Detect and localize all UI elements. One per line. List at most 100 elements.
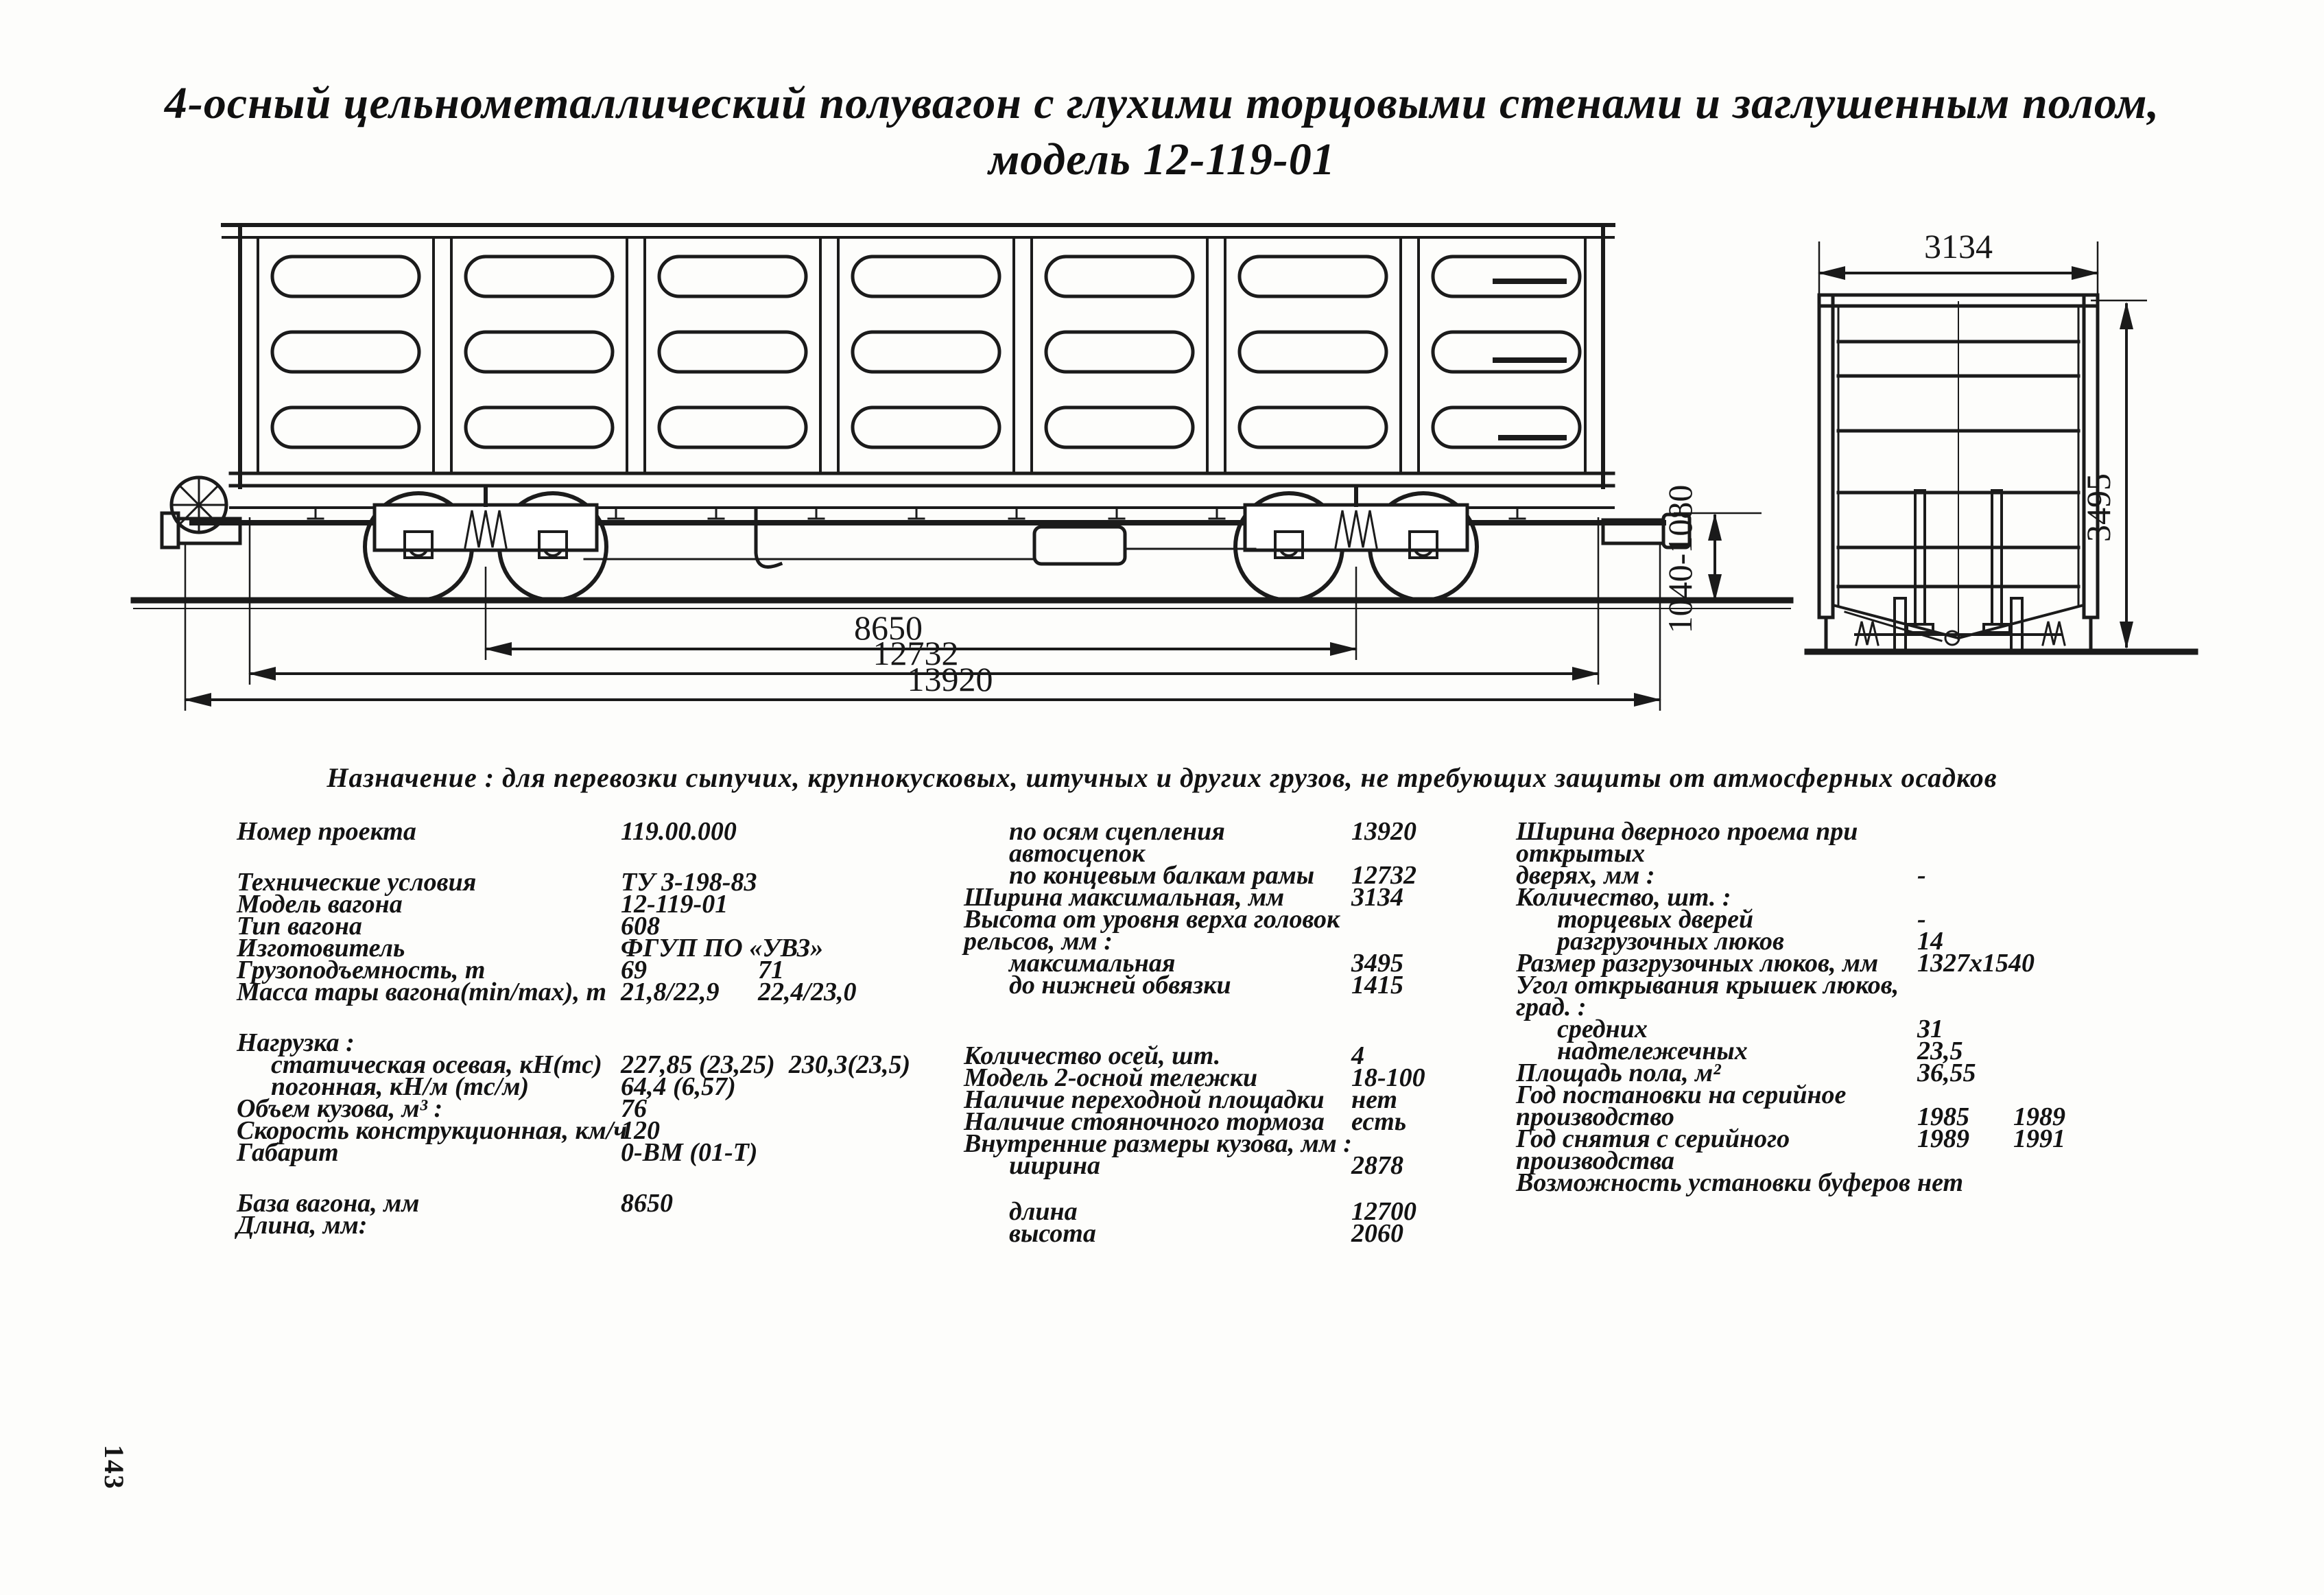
spec-label: средних	[1557, 1015, 1648, 1043]
spec-label: разгрузочных люков	[1557, 927, 1784, 956]
spec-value: нет	[1917, 1168, 1964, 1197]
spec-label: Площадь пола, м²	[1516, 1059, 1721, 1087]
spec-value: 3495	[1351, 949, 1403, 978]
drawing-rect	[1817, 293, 1835, 619]
spec-label: автосцепок	[1009, 839, 1146, 868]
drawing-rect	[1274, 530, 1304, 559]
drawing-rect	[1044, 255, 1195, 298]
spec-label: производства	[1516, 1146, 1675, 1175]
spec-row: Нагрузка :	[237, 1028, 910, 1057]
spec-label: Наличие переходной площадки	[964, 1085, 1325, 1114]
drawing-path	[1208, 506, 1226, 520]
drawing-rect	[464, 330, 615, 374]
drawing-rect	[270, 405, 421, 449]
spec-value: 12-119-01	[621, 890, 728, 919]
spec-value: ТУ 3-198-83	[621, 868, 757, 897]
spec-label: погонная, кН/м (тс/м)	[271, 1072, 530, 1101]
purpose-text: Назначение : для перевозки сыпучих, круп…	[327, 762, 1997, 793]
dim-label-wheelbase: 8650	[854, 609, 923, 647]
dimension-lines	[184, 241, 2147, 711]
drawing-path	[1855, 621, 1880, 646]
drawing-rect	[1431, 405, 1582, 449]
spec-label: по концевым балкам рамы	[1009, 861, 1315, 890]
spec-label: Скорость конструкционная, км/ч	[237, 1116, 628, 1145]
dim-label-overall-length: 13920	[908, 660, 993, 698]
drawing-rect	[1991, 489, 2003, 626]
drawing-path	[754, 508, 783, 569]
spec-value-2: 22,4/23,0	[758, 978, 857, 1006]
dim-label-height: 3495	[2079, 473, 2118, 542]
spec-label: надтележечных	[1557, 1037, 1748, 1065]
spec-value: 1327x1540	[1917, 949, 2035, 978]
page-title-line2: модель 12-119-01	[988, 134, 1336, 185]
spec-row: Длина, мм:	[237, 1212, 910, 1238]
spec-label: Изготовитель	[237, 934, 405, 962]
spec-value: 14	[1917, 927, 1943, 956]
drawing-rect	[657, 405, 808, 449]
spec-label: Объем кузова, м³ :	[237, 1094, 443, 1123]
spec-value: 120	[621, 1116, 660, 1145]
spec-row: ширина 2878	[964, 1151, 1475, 1180]
spec-value: 64,4 (6,57)	[621, 1072, 736, 1101]
spec-label: статическая осевая, кН(тс)	[271, 1050, 602, 1079]
spec-value: нет	[1351, 1085, 1398, 1114]
drawing-rect	[657, 255, 808, 298]
drawing-path	[1008, 506, 1025, 520]
spec-label: Высота от уровня верха головок	[964, 905, 1340, 934]
dimension-labels: 8650 12732 13920 3134 1040-1080 3495	[854, 227, 2118, 698]
spec-value: 12732	[1351, 861, 1416, 890]
drawing-rect	[2082, 293, 2100, 619]
spec-value: 0-ВМ (01-Т)	[621, 1138, 758, 1167]
spec-value: 21,8/22,9	[621, 978, 720, 1006]
spec-label: Нагрузка :	[237, 1028, 355, 1057]
spec-label: Номер проекта	[237, 817, 416, 846]
spec-value: 1415	[1351, 971, 1403, 1000]
spec-row: максимальная 3495	[964, 949, 1475, 978]
spec-value: есть	[1351, 1107, 1407, 1136]
drawing-rect	[1237, 405, 1388, 449]
spec-row: открытых	[1516, 840, 2065, 866]
page-title-line1: 4-осный цельнометаллический полувагон с …	[164, 78, 2160, 128]
spec-row: разгрузочных люков 14	[1516, 927, 2065, 956]
spec-row: Скорость конструкционная, км/ч120	[237, 1116, 910, 1145]
drawing-line	[1844, 611, 1943, 642]
spec-label: ширина	[1009, 1151, 1101, 1180]
spec-row: Внутренние размеры кузова, мм :	[964, 1129, 1475, 1158]
end-view	[1804, 293, 2198, 655]
spec-value: -	[1917, 905, 1926, 934]
spec-value: 23,5	[1917, 1037, 1963, 1065]
spec-value: -	[1917, 861, 1926, 890]
drawing-path	[307, 506, 324, 520]
drawing-rect	[1431, 255, 1582, 298]
spec-label: производство	[1516, 1102, 1674, 1131]
drawing-rect	[1012, 236, 1033, 475]
spec-value: 608	[621, 912, 660, 941]
spec-gap	[964, 996, 1475, 1045]
spec-label: Тип вагона	[237, 912, 362, 941]
page-number: 143	[99, 1445, 130, 1490]
drawing-rect	[657, 330, 808, 374]
spec-row: рельсов, мм :	[964, 928, 1475, 954]
spec-value: 3134	[1351, 883, 1403, 912]
spec-label: высота	[1009, 1219, 1096, 1248]
spec-row: Угол открывания крышек люков,	[1516, 972, 2065, 998]
spec-label: Внутренние размеры кузова, мм :	[964, 1129, 1352, 1158]
spec-value-2: 230,3(23,5)	[788, 1050, 911, 1079]
spec-row: град. :	[1516, 994, 2065, 1020]
spec-row: торцевых дверей-	[1516, 905, 2065, 934]
spec-value: 2878	[1351, 1151, 1403, 1180]
spec-label: Масса тары вагона(min/max), т	[237, 978, 606, 1006]
spec-label: максимальная	[1009, 949, 1176, 978]
dim-label-end-width: 3134	[1924, 227, 1993, 265]
drawing-path	[607, 506, 625, 520]
